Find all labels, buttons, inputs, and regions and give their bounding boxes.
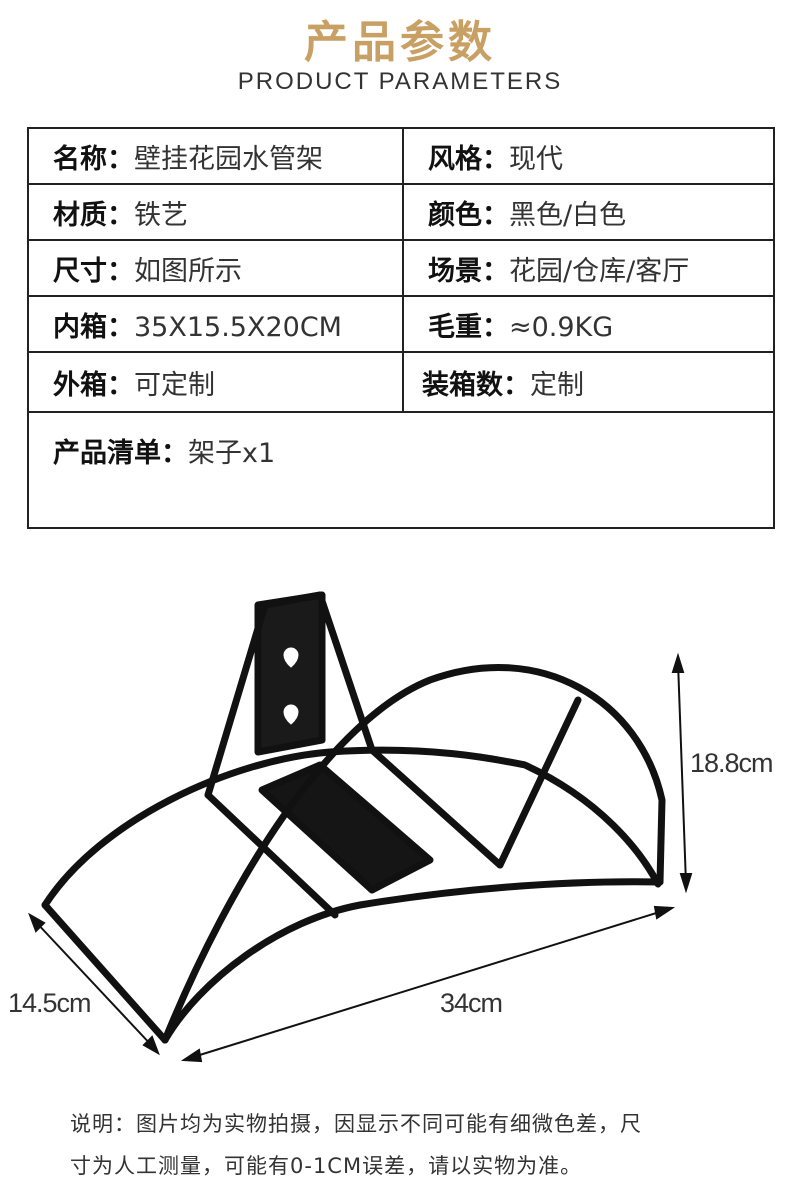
table-row: 名称：壁挂花园水管架 风格：现代 [27,127,775,185]
support-strut-shape [204,591,376,799]
param-value: 黑色/白色 [509,199,627,231]
depth-dimension-label: 14.5cm [8,988,92,1018]
left-base-shape [41,901,169,1044]
param-key: 尺寸： [53,255,134,287]
disclaimer-line-2: 寸为人工测量，可能有0-1CM误差，请以实物为准。 [70,1154,583,1178]
table-row: 材质：铁艺 颜色：黑色/白色 [27,183,775,241]
wall-plate-shape [254,591,326,756]
package-list-cell: 产品清单：架子x1 [27,411,775,529]
param-key: 风格： [428,143,509,175]
param-key: 颜色： [428,199,509,231]
param-value: ≈0.9KG [509,311,614,343]
arrow-head-shape [180,1048,203,1063]
width-dimension-label: 34cm [440,988,503,1018]
param-value: 可定制 [134,369,215,401]
arrow-head-shape [679,873,693,894]
strut-c-shape [368,746,504,869]
param-value: 如图所示 [134,255,242,287]
front-arc-shape [161,663,666,1044]
param-value: 定制 [530,369,584,401]
strut-b-shape [496,696,582,869]
param-key: 名称： [53,143,134,175]
table-row: 内箱：35X15.5X20CM 毛重：≈0.9KG [27,295,775,353]
bracket-plate-shape [258,761,434,894]
param-cell: 风格：现代 [402,127,775,185]
page-subtitle: PRODUCT PARAMETERS [237,68,563,95]
height-dimension-label: 18.8cm [690,748,774,778]
package-list-label: 产品清单： [53,438,188,469]
arrow-head-shape [28,912,46,933]
table-row: 外箱：可定制 装箱数：定制 [27,351,775,413]
parameter-table: 名称：壁挂花园水管架 风格：现代 材质：铁艺 颜色：黑色/白色 尺寸：如图所示 … [27,127,775,529]
arrow-head-shape [142,1035,160,1056]
param-key: 外箱： [53,369,134,401]
param-value: 铁艺 [134,199,188,231]
param-key: 材质： [53,199,134,231]
page-title: 产品参数 [304,17,496,68]
mount-hole-shape [283,647,299,668]
param-cell: 内箱：35X15.5X20CM [27,295,404,353]
param-key: 内箱： [53,311,134,343]
param-cell: 名称：壁挂花园水管架 [27,127,404,185]
param-key: 毛重： [428,311,509,343]
table-row: 尺寸：如图所示 场景：花园/仓库/客厅 [27,239,775,297]
param-value: 35X15.5X20CM [134,311,342,343]
disclaimer-line-1: 说明：图片均为实物拍摄，因显示不同可能有细微色差，尺 [70,1112,642,1136]
param-cell: 毛重：≈0.9KG [402,295,775,353]
param-cell: 外箱：可定制 [27,351,404,413]
package-list-value: 架子x1 [188,438,276,469]
arrow-head-shape [671,652,685,673]
mount-hole-shape [283,704,299,725]
arrow-head-shape [653,905,676,920]
param-cell: 场景：花园/仓库/客厅 [402,239,775,297]
back-arc-shape [41,746,662,909]
param-key: 场景： [428,255,509,287]
hose-rack-image [28,591,693,1063]
strut-a-shape [204,791,339,919]
table-row: 产品清单：架子x1 [27,411,775,529]
height-arrow-line [677,661,687,885]
bottom-curve-shape [161,878,664,1044]
param-cell: 颜色：黑色/白色 [402,183,775,241]
param-value: 现代 [509,143,563,175]
param-cell: 装箱数：定制 [402,351,775,413]
depth-arrow-line [33,919,155,1049]
param-cell: 材质：铁艺 [27,183,404,241]
width-arrow-line [189,909,667,1059]
param-cell: 尺寸：如图所示 [27,239,404,297]
param-value: 壁挂花园水管架 [134,143,323,175]
param-value: 花园/仓库/客厅 [509,255,690,287]
param-key: 装箱数： [422,369,530,401]
